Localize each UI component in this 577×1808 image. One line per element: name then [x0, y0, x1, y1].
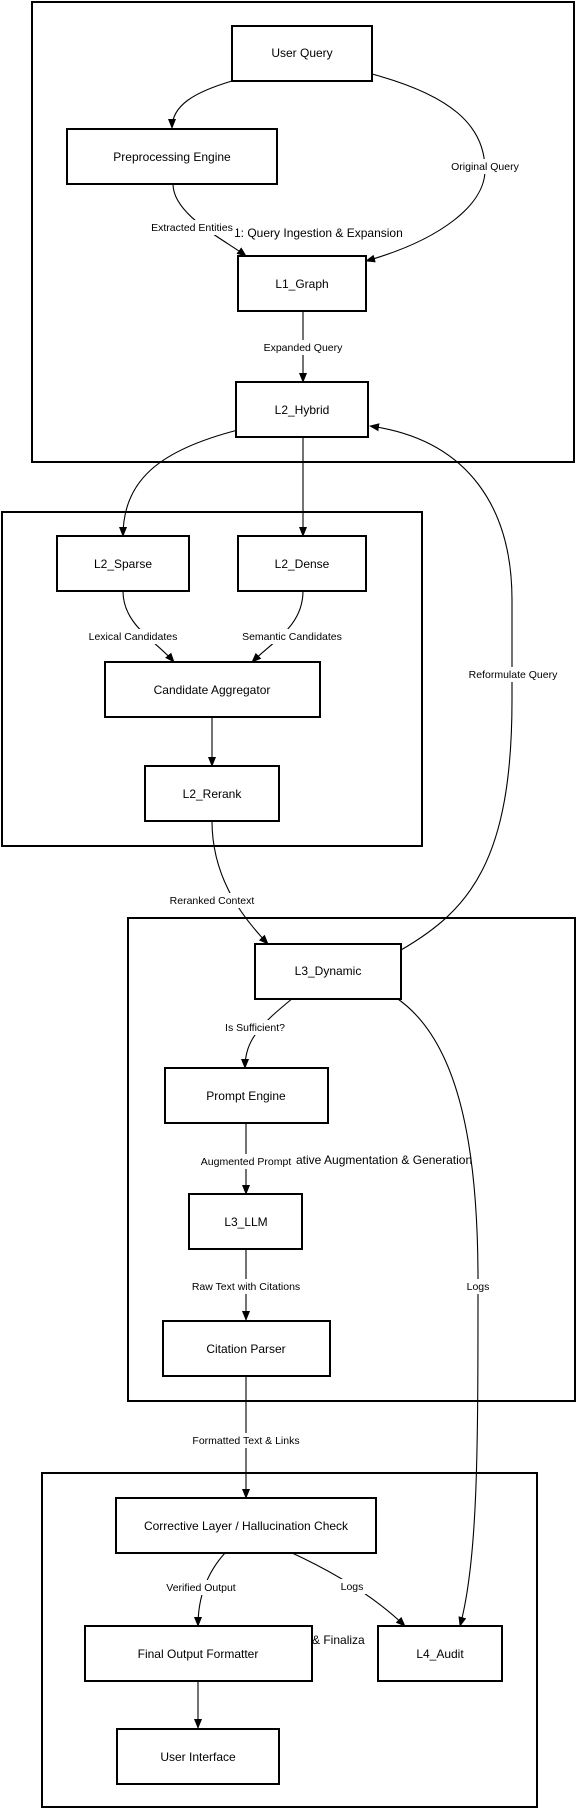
svg-text:Verified Output: Verified Output: [166, 1582, 236, 1594]
edge-label-augmented-prompt: Augmented Prompt: [198, 1154, 294, 1169]
node-l3-llm[interactable]: L3_LLM: [188, 1193, 303, 1250]
node-preprocessing-engine[interactable]: Preprocessing Engine: [66, 128, 278, 185]
edge-label-formatted-text-links: Formatted Text & Links: [186, 1433, 306, 1448]
edge-lexical-candidates: [122, 590, 175, 663]
node-prompt-engine[interactable]: Prompt Engine: [164, 1067, 329, 1124]
svg-text:Augmented Prompt: Augmented Prompt: [201, 1156, 292, 1168]
edge-label-logs-dynamic: Logs: [464, 1279, 492, 1294]
edge-label-reformulate-query: Reformulate Query: [465, 667, 561, 682]
svg-text:Reformulate Query: Reformulate Query: [469, 669, 558, 681]
svg-text:Semantic Candidates: Semantic Candidates: [242, 631, 342, 643]
svg-text:User Interface: User Interface: [160, 1750, 236, 1764]
svg-text:L3_LLM: L3_LLM: [224, 1215, 267, 1229]
edge-logs-dynamic-audit: [394, 996, 479, 1627]
node-final-output-formatter[interactable]: Final Output Formatter: [84, 1625, 313, 1682]
edge-reranked-context: [211, 820, 269, 945]
node-l2-hybrid[interactable]: L2_Hybrid: [235, 381, 369, 438]
node-l1-graph[interactable]: L1_Graph: [237, 255, 367, 312]
node-candidate-aggregator[interactable]: Candidate Aggregator: [104, 661, 321, 718]
node-user-query[interactable]: User Query: [231, 25, 373, 82]
edge-userquery-preprocessing: [168, 80, 233, 129]
svg-text:Expanded Query: Expanded Query: [264, 342, 344, 354]
edge-label-reranked-context: Reranked Context: [166, 893, 258, 908]
svg-text:Reranked Context: Reranked Context: [170, 895, 255, 907]
node-l4-audit[interactable]: L4_Audit: [377, 1625, 503, 1682]
svg-text:Corrective Layer / Hallucinati: Corrective Layer / Hallucination Check: [144, 1519, 349, 1533]
svg-text:Prompt Engine: Prompt Engine: [206, 1089, 286, 1103]
edge-label-expanded-query: Expanded Query: [259, 340, 347, 355]
svg-text:L3_Dynamic: L3_Dynamic: [295, 964, 362, 978]
edge-label-semantic-candidates: Semantic Candidates: [236, 629, 348, 644]
edge-label-extracted-entities: Extracted Entities: [148, 220, 236, 235]
svg-text:Lexical Candidates: Lexical Candidates: [89, 631, 178, 643]
svg-text:L2_Hybrid: L2_Hybrid: [275, 403, 330, 417]
group-retrieval-frame: [1, 511, 423, 847]
node-l2-dense[interactable]: L2_Dense: [237, 535, 367, 592]
edge-hybrid-sparse: [119, 429, 239, 537]
svg-text:L2_Rerank: L2_Rerank: [183, 787, 243, 801]
svg-text:L2_Sparse: L2_Sparse: [94, 557, 152, 571]
svg-text:L1_Graph: L1_Graph: [275, 277, 328, 291]
edge-label-verified-output: Verified Output: [162, 1580, 240, 1595]
edge-label-raw-text-citations: Raw Text with Citations: [186, 1279, 306, 1294]
group-label-finalize: ce & Finaliza: [296, 1633, 365, 1647]
svg-text:Citation Parser: Citation Parser: [206, 1342, 285, 1356]
svg-text:Extracted Entities: Extracted Entities: [151, 222, 233, 234]
group-augmentation-frame: [127, 917, 576, 1402]
edge-label-lexical-candidates: Lexical Candidates: [84, 629, 182, 644]
svg-text:Logs: Logs: [341, 1581, 364, 1593]
edge-label-original-query: Original Query: [447, 159, 525, 174]
group-label-augmentation: ative Augmentation & Generation: [296, 1153, 472, 1167]
svg-text:Preprocessing Engine: Preprocessing Engine: [113, 150, 231, 164]
svg-text:L4_Audit: L4_Audit: [416, 1647, 464, 1661]
svg-text:Raw Text with Citations: Raw Text with Citations: [192, 1281, 300, 1293]
svg-text:Candidate Aggregator: Candidate Aggregator: [154, 683, 271, 697]
svg-text:L2_Dense: L2_Dense: [275, 557, 330, 571]
svg-text:User Query: User Query: [271, 46, 332, 60]
node-citation-parser[interactable]: Citation Parser: [162, 1320, 331, 1377]
node-l2-sparse[interactable]: L2_Sparse: [56, 535, 190, 592]
edge-semantic-candidates: [251, 590, 304, 663]
node-l3-dynamic[interactable]: L3_Dynamic: [254, 943, 402, 1000]
group-finalize-frame: [41, 1472, 538, 1808]
node-user-interface[interactable]: User Interface: [116, 1728, 280, 1785]
svg-text:Is Sufficient?: Is Sufficient?: [225, 1022, 285, 1034]
node-l2-rerank[interactable]: L2_Rerank: [144, 765, 280, 822]
edge-label-logs-corrective: Logs: [337, 1579, 367, 1594]
svg-text:Original Query: Original Query: [451, 161, 519, 173]
group-label-ingestion: 1: Query Ingestion & Expansion: [234, 226, 403, 240]
edge-reformulate-query: [369, 423, 513, 951]
edge-label-is-sufficient: Is Sufficient?: [221, 1020, 289, 1035]
node-corrective-layer[interactable]: Corrective Layer / Hallucination Check: [115, 1497, 377, 1554]
svg-text:Final Output Formatter: Final Output Formatter: [138, 1647, 259, 1661]
svg-text:Logs: Logs: [467, 1281, 490, 1293]
svg-text:Formatted Text & Links: Formatted Text & Links: [192, 1435, 299, 1447]
